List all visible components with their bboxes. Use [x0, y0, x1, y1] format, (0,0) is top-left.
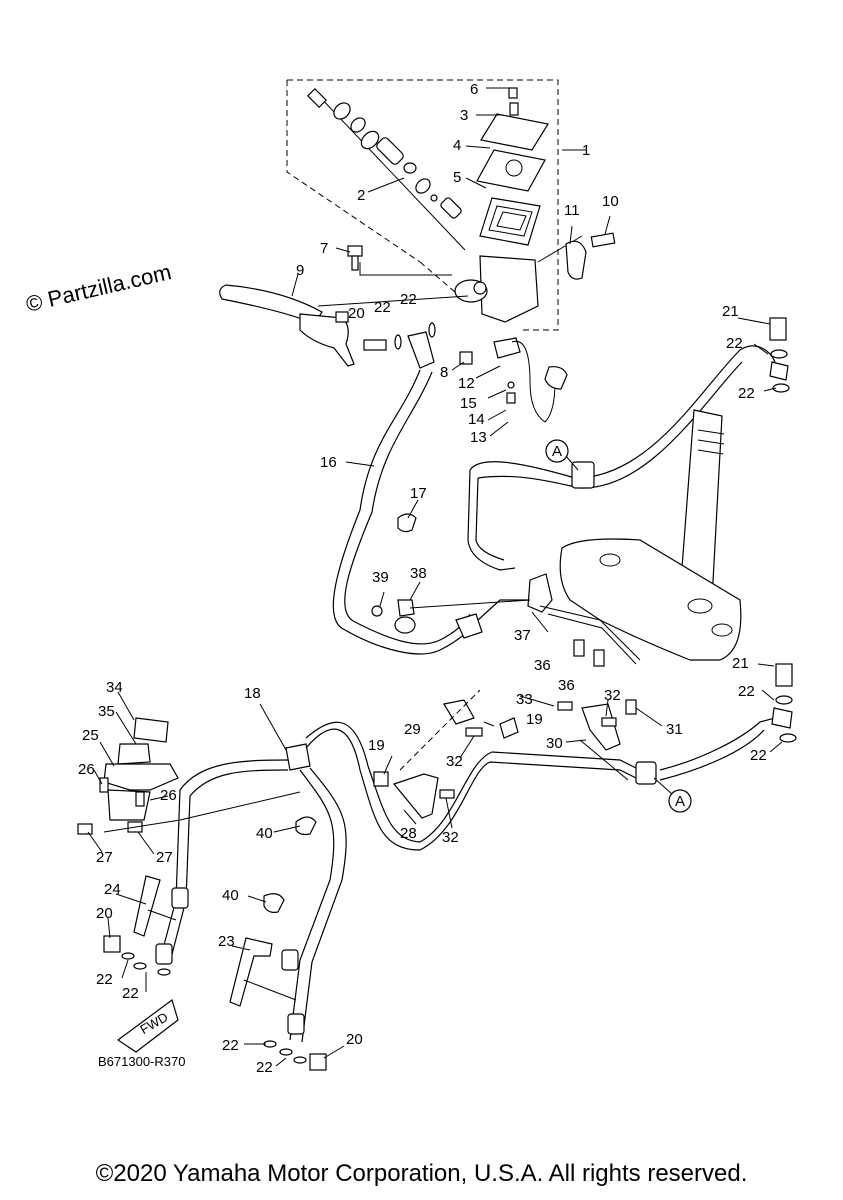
part-label-22e: 22 — [738, 683, 755, 700]
part-label-16: 16 — [320, 454, 337, 471]
part-label-34: 34 — [106, 679, 123, 696]
part-label-32b: 32 — [446, 753, 463, 770]
copyright-notice: ©2020 Yamaha Motor Corporation, U.S.A. A… — [95, 1160, 748, 1187]
brake-hose-upper-right-2 — [477, 361, 743, 489]
clamp-group-center — [373, 689, 637, 819]
part-label-22c: 22 — [726, 335, 743, 352]
part-label-12: 12 — [458, 375, 475, 392]
svg-text:A: A — [675, 793, 685, 810]
brake-lever — [219, 284, 469, 367]
right-lower-hose — [635, 663, 797, 785]
marker-a-upper: A — [545, 439, 579, 471]
part-label-19b: 19 — [368, 737, 385, 754]
brake-switch — [459, 337, 568, 423]
part-label-17: 17 — [410, 485, 427, 502]
left-bracket-group — [77, 717, 301, 835]
part-label-7: 7 — [320, 240, 328, 257]
part-label-22d: 22 — [738, 385, 755, 402]
part-label-8: 8 — [440, 364, 448, 381]
part-label-27a: 27 — [96, 849, 113, 866]
part-label-26b: 26 — [160, 787, 177, 804]
part-label-21a: 21 — [722, 303, 739, 320]
brake-joint-18 — [155, 721, 641, 1043]
part-label-5: 5 — [453, 169, 461, 186]
part-label-29: 29 — [404, 721, 421, 738]
drawing-code: B671300-R370 — [98, 1054, 185, 1069]
part-label-20b: 20 — [96, 905, 113, 922]
part-label-20c: 20 — [346, 1031, 363, 1048]
hose-clamp-40-upper — [295, 816, 317, 836]
brake-pipe-lower — [477, 599, 530, 621]
leader-lines — [87, 87, 783, 1067]
brake-hose-upper-right — [469, 345, 776, 479]
part-label-40a: 40 — [256, 825, 273, 842]
svg-text:A: A — [552, 443, 562, 460]
part-label-35: 35 — [98, 703, 115, 720]
part-label-27b: 27 — [156, 849, 173, 866]
brake-hose-16 — [332, 369, 479, 655]
part-label-32c: 32 — [442, 829, 459, 846]
part-label-24: 24 — [104, 881, 121, 898]
part-label-40b: 40 — [222, 887, 239, 904]
marker-a-lower: A — [653, 777, 692, 813]
part-label-20a: 20 — [348, 305, 365, 322]
hose-clip-17 — [397, 513, 417, 533]
part-label-30: 30 — [546, 735, 563, 752]
part-label-22j: 22 — [256, 1059, 273, 1076]
part-labels: 1 2 3 4 5 6 7 8 9 10 11 12 13 14 15 16 1… — [78, 81, 767, 1076]
part-label-11: 11 — [564, 202, 580, 219]
part-label-22a: 22 — [374, 299, 391, 316]
part-label-26a: 26 — [78, 761, 95, 778]
part-label-22f: 22 — [750, 747, 767, 764]
part-label-4: 4 — [453, 137, 461, 154]
part-label-31: 31 — [666, 721, 683, 738]
part-label-22b: 22 — [400, 291, 417, 308]
part-label-39: 39 — [372, 569, 389, 586]
brake-pipe-center — [467, 469, 516, 571]
part-label-14: 14 — [468, 411, 485, 428]
bracket-23-24 — [133, 875, 297, 1007]
part-label-10: 10 — [602, 193, 619, 210]
part-label-37: 37 — [514, 627, 531, 644]
part-label-33: 33 — [516, 691, 533, 708]
part-label-15: 15 — [460, 395, 477, 412]
part-label-1: 1 — [582, 142, 590, 159]
part-label-25: 25 — [82, 727, 99, 744]
lower-banjo-fittings — [103, 935, 327, 1071]
brake-hose-16-outer — [344, 371, 471, 645]
part-label-38: 38 — [410, 565, 427, 582]
part-label-9: 9 — [296, 262, 304, 279]
part-label-19a: 19 — [526, 711, 543, 728]
part-label-3: 3 — [460, 107, 468, 124]
part-label-22i: 22 — [222, 1037, 239, 1054]
part-label-23: 23 — [218, 933, 235, 950]
part-label-36a: 36 — [534, 657, 551, 674]
steering-stem — [559, 409, 742, 661]
part-label-22g: 22 — [96, 971, 113, 988]
hose-clamp-40-lower — [263, 893, 285, 913]
part-label-28: 28 — [400, 825, 417, 842]
part-label-21b: 21 — [732, 655, 749, 672]
upper-banjo-fitting — [363, 322, 436, 369]
part-label-22h: 22 — [122, 985, 139, 1002]
part-label-18: 18 — [244, 685, 261, 702]
fwd-arrow-icon: FWD — [116, 999, 179, 1053]
watermark: © Partzilla.com — [24, 259, 174, 317]
hose-bracket-37 — [371, 573, 641, 667]
part-label-2: 2 — [357, 187, 365, 204]
part-label-32a: 32 — [604, 687, 621, 704]
part-label-6: 6 — [470, 81, 478, 98]
part-label-36b: 36 — [558, 677, 575, 694]
part-label-13: 13 — [470, 429, 487, 446]
brake-pipe-center-2 — [475, 477, 505, 561]
